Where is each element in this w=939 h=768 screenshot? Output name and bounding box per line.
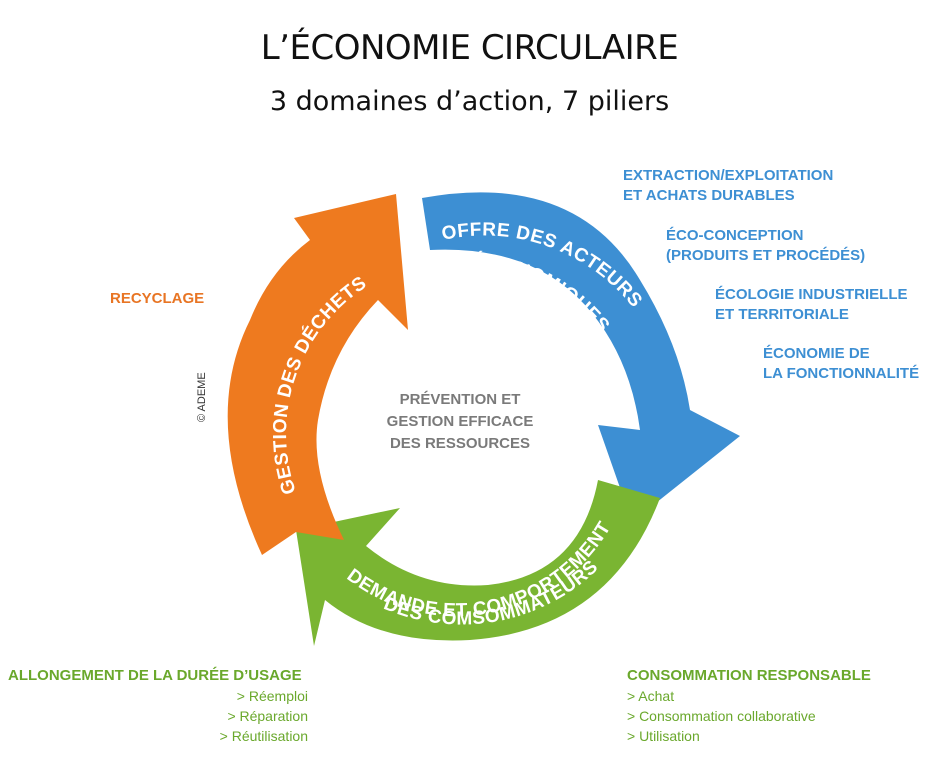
pillar-line: ET ACHATS DURABLES xyxy=(623,187,795,204)
offre-arrow xyxy=(422,192,740,522)
pillar-economie-fonctionnalite: ÉCONOMIE DE LA FONCTIONNALITÉ xyxy=(763,344,919,384)
diagram-subtitle: 3 domaines d’action, 7 piliers xyxy=(269,86,670,117)
gestion-arrow xyxy=(227,194,408,555)
pillar-recyclage: RECYCLAGE xyxy=(110,290,205,307)
pillar-consommation-item: > Consommation collaborative xyxy=(627,708,816,724)
pillar-line: ÉCO-CONCEPTION xyxy=(666,227,804,244)
pillar-consommation-responsable: CONSOMMATION RESPONSABLE > Achat > Conso… xyxy=(627,666,927,746)
pillar-allongement-item: > Réparation xyxy=(227,708,308,724)
pillar-ecologie-industrielle: ÉCOLOGIE INDUSTRIELLE ET TERRITORIALE xyxy=(715,285,908,325)
center-prevention: PRÉVENTION ET GESTION EFFICACE DES RESSO… xyxy=(360,389,560,455)
center-line: GESTION EFFICACE xyxy=(386,413,534,430)
pillar-allongement-item: > Réemploi xyxy=(236,688,308,704)
diagram-title: L’ÉCONOMIE CIRCULAIRE xyxy=(260,28,679,68)
pillar-line: ÉCONOMIE DE xyxy=(763,345,870,362)
pillar-eco-conception: ÉCO-CONCEPTION (PRODUITS ET PROCÉDÉS) xyxy=(666,226,865,266)
demande-arrow xyxy=(296,480,660,646)
pillar-allongement: ALLONGEMENT DE LA DURÉE D’USAGE > Réempl… xyxy=(8,666,308,746)
pillar-consommation-item: > Achat xyxy=(627,688,675,704)
pillar-line: EXTRACTION/EXPLOITATION xyxy=(623,167,834,184)
pillar-extraction: EXTRACTION/EXPLOITATION ET ACHATS DURABL… xyxy=(623,166,833,206)
pillar-allongement-title: ALLONGEMENT DE LA DURÉE D’USAGE xyxy=(8,667,302,684)
pillar-allongement-item: > Réutilisation xyxy=(219,728,308,744)
pillar-consommation-title: CONSOMMATION RESPONSABLE xyxy=(627,667,871,684)
pillar-line: (PRODUITS ET PROCÉDÉS) xyxy=(666,247,866,264)
center-line: DES RESSOURCES xyxy=(389,435,531,452)
center-line: PRÉVENTION ET xyxy=(399,391,521,408)
pillar-line: ÉCOLOGIE INDUSTRIELLE xyxy=(715,286,908,303)
pillar-line: LA FONCTIONNALITÉ xyxy=(763,365,920,382)
pillar-consommation-item: > Utilisation xyxy=(627,728,700,744)
pillar-line: ET TERRITORIALE xyxy=(715,306,849,323)
ademe-copyright: © ADEME xyxy=(196,372,208,422)
